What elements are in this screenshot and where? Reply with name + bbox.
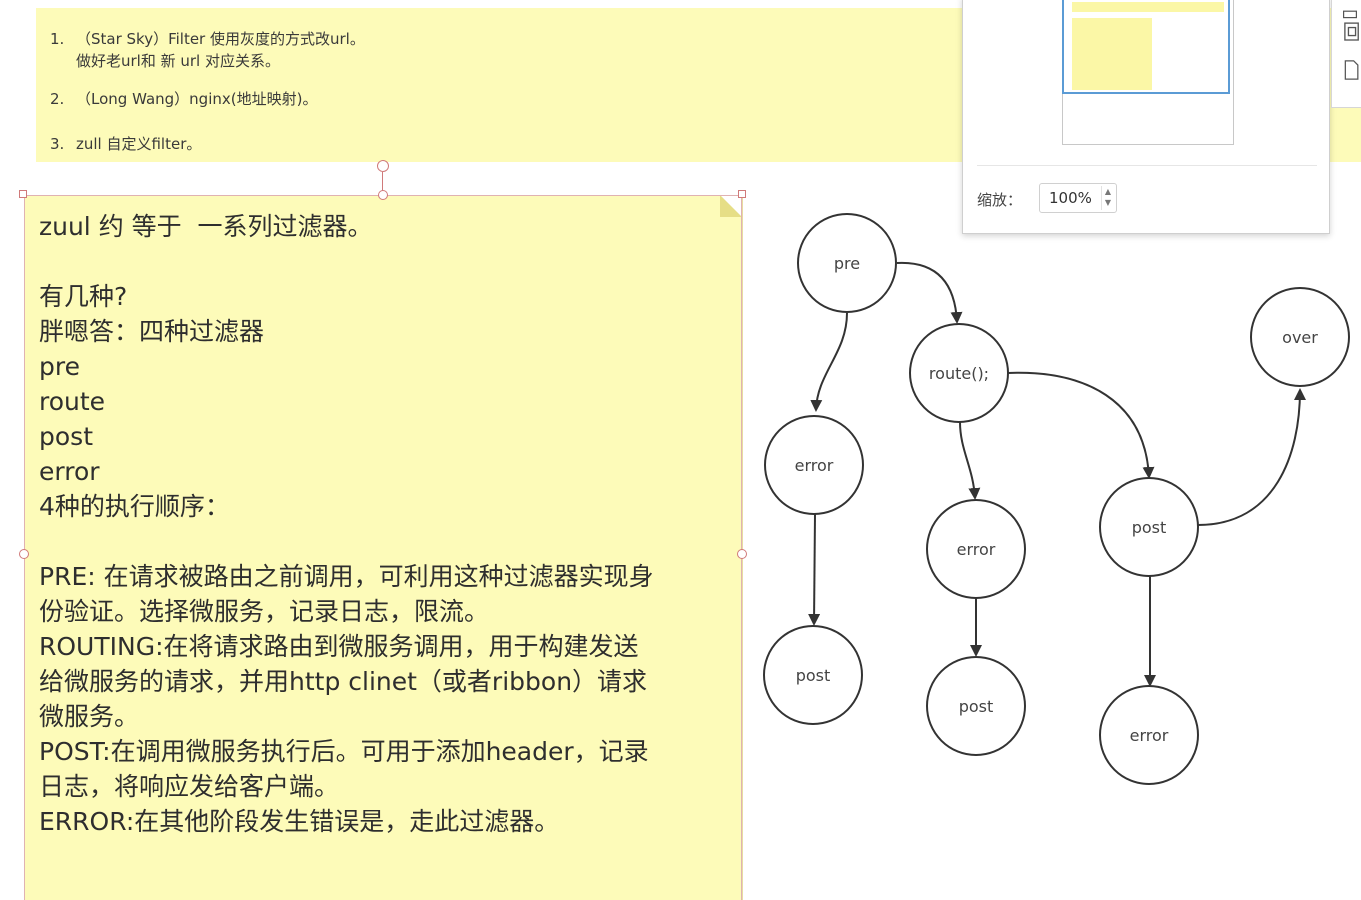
note-line: error — [39, 457, 100, 486]
zoom-value: 100% — [1049, 189, 1092, 207]
node-route: route(); — [909, 323, 1009, 423]
note-line: 有几种? — [39, 282, 128, 311]
note-line: route — [39, 387, 106, 416]
edge-pre-error — [810, 312, 848, 412]
thumbnail-note-main — [1072, 18, 1152, 90]
new-page-icon[interactable] — [1344, 60, 1360, 80]
list-item: 2. （Long Wang）nginx(地址映射)。 — [50, 88, 317, 110]
page-thumbnail[interactable] — [1062, 0, 1234, 145]
node-pre: pre — [797, 213, 897, 313]
note-line: 日志，将响应发给客户端。 — [39, 772, 340, 801]
node-label: error — [957, 540, 996, 559]
rotate-handle-stem — [382, 172, 383, 195]
list-subtext: 做好老url和 新 url 对应关系。 — [76, 52, 280, 70]
resize-handle-top[interactable] — [378, 190, 388, 200]
node-post: post — [1099, 477, 1199, 577]
edge-route-post — [1007, 371, 1155, 479]
node-post: post — [763, 625, 863, 725]
page-fold-corner — [720, 195, 742, 217]
list-item: 3. zull 自定义filter。 — [50, 133, 201, 155]
node-post: post — [926, 656, 1026, 756]
note-line: ERROR:在其他阶段发生错误是，走此过滤器。 — [39, 807, 560, 836]
flow-diagram-svg: pre error post route(); error post — [763, 213, 1350, 785]
note-line: PRE: 在请求被路由之前调用，可利用这种过滤器实现身 — [39, 562, 654, 591]
zoom-navigator-panel: 缩放： 100% ▲ ▼ — [962, 0, 1330, 234]
note-line: 给微服务的请求，并用http clinet（或者ribbon）请求 — [39, 667, 648, 696]
resize-handle-top-right[interactable] — [738, 190, 746, 198]
resize-handle-top-left[interactable] — [19, 190, 27, 198]
zoom-input[interactable]: 100% ▲ ▼ — [1039, 183, 1117, 213]
node-label: route(); — [929, 364, 989, 383]
resize-handle-left[interactable] — [19, 549, 29, 559]
thumbnail-note-top — [1072, 2, 1224, 12]
node-label: post — [959, 697, 994, 716]
note-blank-line — [39, 244, 735, 279]
panel-divider — [977, 165, 1317, 166]
zoom-stepper[interactable]: ▲ ▼ — [1101, 186, 1114, 210]
node-label: over — [1282, 328, 1318, 347]
edge-post-over — [1197, 388, 1306, 526]
list-number: 3. — [50, 135, 65, 153]
edge-route-error — [959, 421, 981, 500]
list-item: 1. （Star Sky）Filter 使用灰度的方式改url。 做好老url和 … — [50, 28, 365, 72]
spin-up-icon[interactable]: ▲ — [1104, 187, 1112, 196]
note-line: pre — [39, 352, 80, 381]
right-toolbar — [1331, 0, 1361, 108]
list-number: 1. — [50, 30, 65, 48]
node-over: over — [1250, 287, 1350, 387]
node-label: error — [1130, 726, 1169, 745]
page-layout-icon[interactable] — [1342, 6, 1358, 26]
node-error: error — [1099, 685, 1199, 785]
node-error: error — [926, 499, 1026, 599]
node-label: pre — [834, 254, 860, 273]
spin-down-icon[interactable]: ▼ — [1104, 198, 1112, 207]
edge-pre-route — [896, 261, 963, 324]
list-text: （Star Sky）Filter 使用灰度的方式改url。 — [76, 30, 365, 48]
main-sticky-note[interactable]: zuul 约 等于 一系列过滤器。 有几种? 胖嗯答：四种过滤器 pre rou… — [24, 195, 743, 900]
node-label: error — [795, 456, 834, 475]
node-error: error — [764, 415, 864, 515]
node-label: post — [796, 666, 831, 685]
list-number: 2. — [50, 90, 65, 108]
rotate-handle[interactable] — [377, 160, 389, 172]
viewport-indicator[interactable] — [1062, 0, 1230, 94]
note-line: 4种的执行顺序： — [39, 492, 230, 521]
node-label: post — [1132, 518, 1167, 537]
note-line: ROUTING:在将请求路由到微服务调用，用于构建发送 — [39, 632, 639, 661]
note-line: POST:在调用微服务执行后。可用于添加header，记录 — [39, 737, 649, 766]
list-text: zull 自定义filter。 — [76, 135, 202, 153]
note-line: 微服务。 — [39, 702, 140, 731]
note-line: 胖嗯答：四种过滤器 — [39, 317, 265, 346]
list-text: （Long Wang）nginx(地址映射)。 — [76, 90, 318, 108]
note-line: 份验证。选择微服务，记录日志，限流。 — [39, 597, 490, 626]
note-content[interactable]: zuul 约 等于 一系列过滤器。 有几种? 胖嗯答：四种过滤器 pre rou… — [39, 209, 735, 839]
note-line: zuul 约 等于 一系列过滤器。 — [39, 212, 373, 241]
fit-page-icon[interactable] — [1344, 22, 1360, 42]
zoom-label: 缩放： — [977, 191, 1023, 209]
filter-flow-diagram: pre error post route(); error post — [755, 205, 1361, 805]
note-line: post — [39, 422, 93, 451]
resize-handle-right[interactable] — [737, 549, 747, 559]
edge-error-post-1 — [808, 513, 821, 626]
note-blank-line — [39, 524, 735, 559]
